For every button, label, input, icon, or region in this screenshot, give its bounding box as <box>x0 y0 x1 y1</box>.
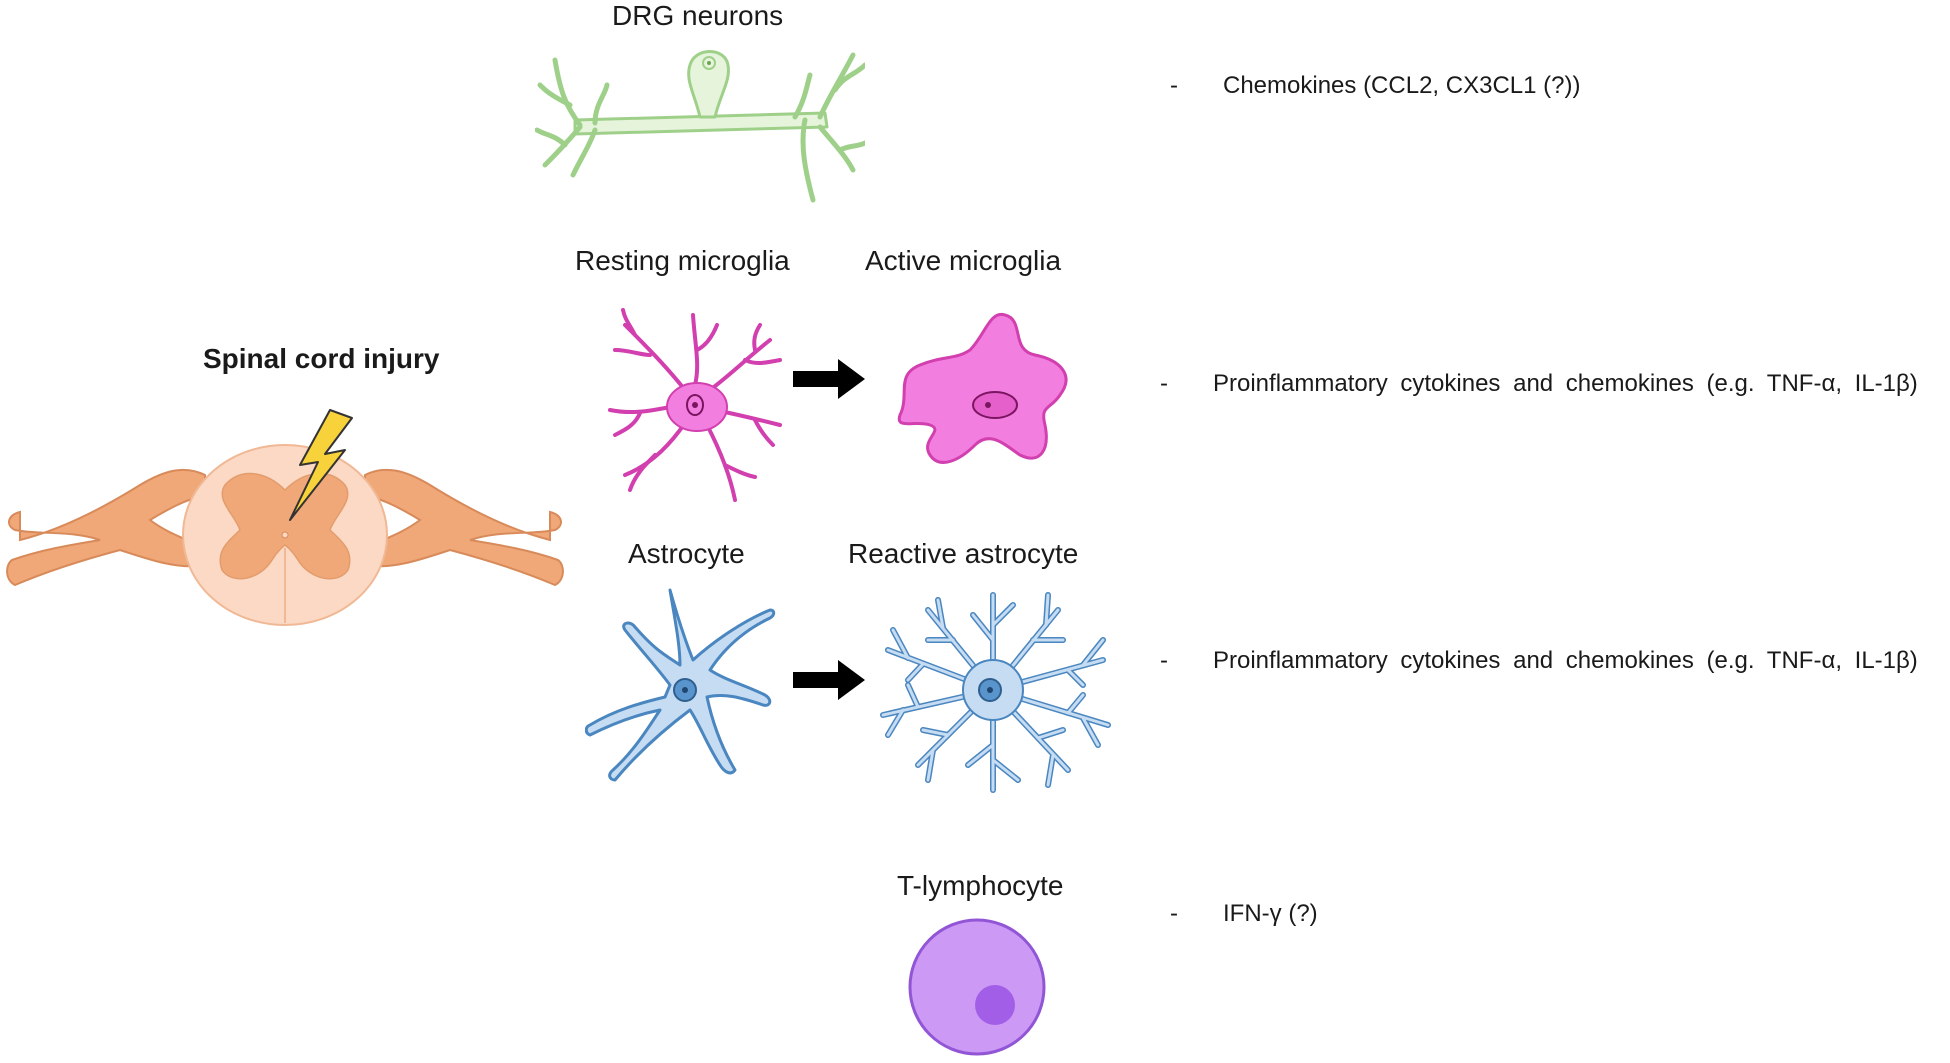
reactive-astrocyte-label: Reactive astrocyte <box>848 538 1079 569</box>
active-microglia-label: Active microglia <box>865 245 1062 276</box>
right-nerve-roots <box>364 468 564 587</box>
astrocyte-illustration <box>585 588 776 782</box>
central-canal <box>281 531 289 539</box>
lightning-bolt-icon <box>289 409 353 521</box>
mediator-text: Chemokines (CCL2, CX3CL1 (?)) <box>1223 72 1581 99</box>
mediator-row-t-lymphocyte: - IFN-γ (?) <box>1170 900 1318 928</box>
bullet-dash: - <box>1160 647 1168 674</box>
mediator-text: Proinflammatory cytokines and chemokines… <box>1213 647 1918 674</box>
mediator-row-drg: - Chemokines (CCL2, CX3CL1 (?)) <box>1170 72 1580 100</box>
bullet-dash: - <box>1170 900 1178 927</box>
mediator-row-astrocyte: - Proinflammatory cytokines and chemokine… <box>1160 647 1918 675</box>
spinal-cord-injury-label: Spinal cord injury <box>203 343 440 374</box>
astrocyte-label: Astrocyte <box>628 538 745 569</box>
spinal-cord-illustration <box>6 409 564 626</box>
active-microglia-illustration <box>897 312 1068 464</box>
mediator-text: IFN-γ (?) <box>1223 900 1318 927</box>
drg-neurons-label: DRG neurons <box>612 0 784 31</box>
microglia-activation-arrow <box>793 359 865 399</box>
mediator-text: Proinflammatory cytokines and chemokines… <box>1213 370 1918 397</box>
mediator-row-microglia: - Proinflammatory cytokines and chemokine… <box>1160 370 1918 398</box>
active-microglia-nucleus <box>972 391 1018 419</box>
drg-neuron-illustration <box>535 50 865 203</box>
bullet-dash: - <box>1170 72 1178 99</box>
spinal-cord-grey-matter <box>219 472 351 580</box>
t-lymphocyte-illustration <box>908 918 1046 1056</box>
astrocyte-reactivity-arrow <box>793 660 865 700</box>
left-nerve-roots <box>6 468 206 587</box>
bullet-dash: - <box>1160 370 1168 397</box>
resting-microglia-label: Resting microglia <box>575 245 790 276</box>
reactive-astrocyte-illustration <box>880 592 1111 793</box>
t-lymphocyte-label: T-lymphocyte <box>897 870 1064 901</box>
t-lymphocyte-nucleus <box>975 985 1015 1025</box>
resting-microglia-illustration <box>608 308 782 502</box>
